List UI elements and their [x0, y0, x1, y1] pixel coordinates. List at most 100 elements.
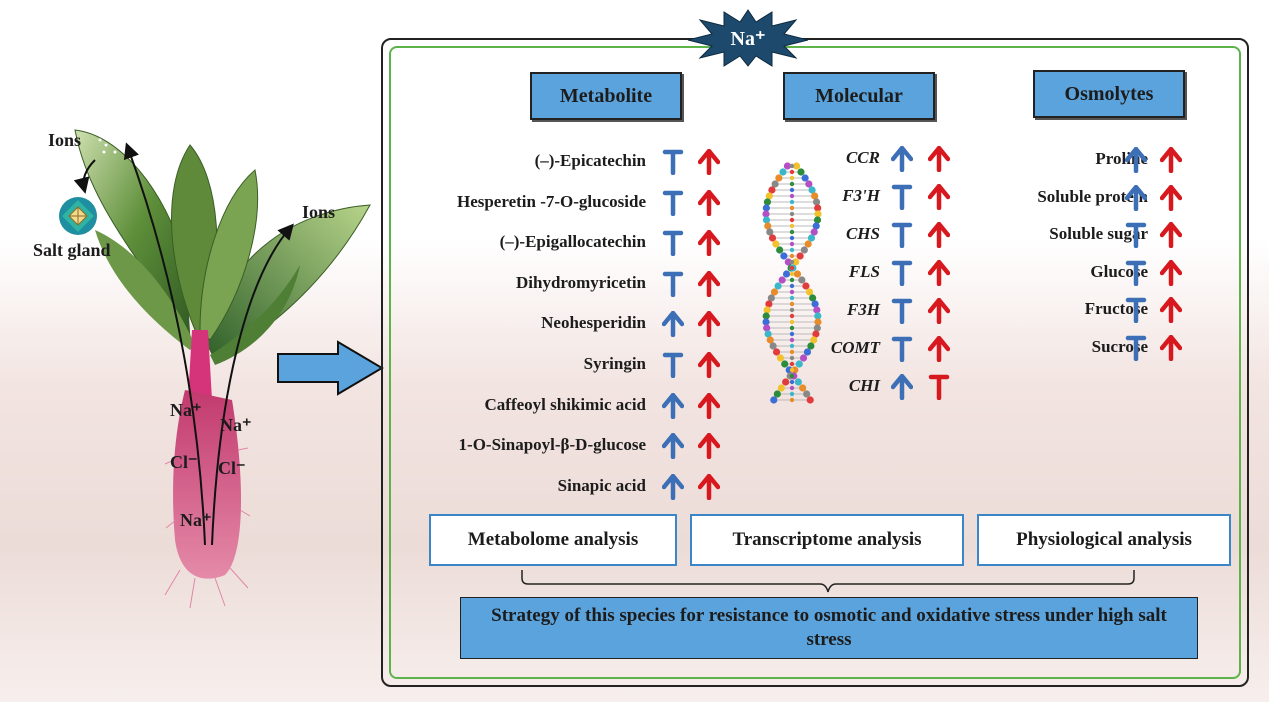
- dna-bead: [789, 379, 795, 385]
- dna-bead: [789, 211, 795, 217]
- dna-bead: [789, 217, 795, 223]
- metabolite-label: Dihydromyricetin: [515, 272, 646, 292]
- gene-blue-up-arrow-icon: [891, 146, 913, 172]
- dna-bead: [810, 336, 818, 344]
- metabolite-red-up-arrow-icon: [698, 149, 720, 175]
- dna-bead: [802, 282, 810, 290]
- dna-bead: [762, 318, 770, 326]
- dna-bead: [789, 271, 795, 277]
- dna-bead: [809, 294, 817, 302]
- dna-bead: [789, 319, 795, 325]
- dna-bead: [801, 174, 809, 182]
- gene-red-up-arrow-icon: [928, 146, 950, 172]
- dna-bead: [789, 277, 795, 283]
- ion-path-right-arrow: [211, 223, 294, 546]
- dna-bead: [771, 180, 779, 188]
- metabolite-blue-up-arrow-icon: [662, 433, 684, 460]
- gene-red-flat-icon: [928, 374, 950, 400]
- metabolome-analysis-box: Metabolome analysis: [429, 514, 677, 566]
- osmolyte-label: Soluble sugar: [1049, 224, 1148, 243]
- gene-label: CCR: [845, 148, 880, 167]
- dna-bead: [789, 391, 795, 397]
- dna-bead: [762, 216, 771, 224]
- dna-bead: [772, 348, 781, 356]
- dna-bead: [789, 307, 795, 313]
- dna-bead: [789, 361, 795, 367]
- dna-bead: [807, 342, 815, 350]
- leaf: [210, 265, 300, 365]
- metabolite-label: Syringin: [583, 354, 646, 373]
- ions-to-gland-arrow: [73, 159, 96, 194]
- cl-label-2: Cl⁻: [218, 458, 246, 478]
- metabolite-blue-flat-icon: [662, 230, 684, 257]
- gene-blue-flat-icon: [891, 336, 913, 362]
- dna-bead: [762, 210, 770, 218]
- dna-bead: [813, 216, 822, 224]
- stem: [188, 330, 212, 400]
- dna-bead: [775, 174, 783, 182]
- dna-bead: [813, 324, 821, 332]
- dna-bead: [789, 223, 795, 229]
- gene-blue-flat-icon: [891, 260, 913, 286]
- dna-bead: [772, 240, 780, 248]
- dna-bead: [789, 295, 795, 301]
- metabolite-label: (–)-Epigallocatechin: [499, 232, 646, 252]
- gene-red-up-arrow-icon: [928, 184, 950, 210]
- dna-bead: [799, 384, 807, 392]
- dna-bead: [813, 306, 821, 314]
- osmolyte-red-up-arrow-icon: [1160, 334, 1182, 361]
- inner-frame: [389, 46, 1241, 679]
- na-label-2: Na⁺: [220, 415, 252, 435]
- dna-bead: [795, 360, 803, 368]
- gene-label: FLS: [848, 262, 880, 281]
- root: [173, 390, 242, 579]
- metabolite-label: Hesperetin -7-O-glucoside: [456, 191, 646, 211]
- gene-blue-flat-icon: [891, 184, 913, 210]
- osmolyte-red-up-arrow-icon: [1160, 259, 1182, 286]
- gene-red-up-arrow-icon: [928, 298, 950, 324]
- ions-right-label: Ions: [302, 202, 336, 222]
- molecular-header: Molecular: [783, 72, 935, 120]
- dna-bead: [763, 306, 771, 314]
- dna-bead: [789, 283, 795, 289]
- dna-bead: [764, 222, 772, 230]
- metabolite-label: (–)-Epicatechin: [534, 151, 646, 170]
- transcriptome-analysis-box: Transcriptome analysis: [690, 514, 964, 566]
- metabolite-blue-up-arrow-icon: [662, 473, 684, 500]
- dna-bead: [770, 396, 778, 404]
- gene-red-up-arrow-icon: [928, 222, 950, 248]
- dna-bead: [805, 288, 814, 296]
- gene-red-up-arrow-icon: [928, 336, 950, 362]
- dna-bead: [810, 228, 818, 236]
- dna-bead: [782, 378, 790, 386]
- metabolite-red-up-arrow-icon: [698, 189, 720, 216]
- dna-bead: [789, 169, 795, 175]
- osmolyte-blue-flat-icon: [1125, 297, 1147, 323]
- dna-bead: [781, 360, 789, 368]
- dna-bead: [779, 168, 787, 176]
- dna-bead: [789, 265, 795, 271]
- dna-bead: [776, 354, 785, 362]
- dna-bead: [789, 301, 795, 307]
- dna-bead: [804, 240, 812, 248]
- metabolite-blue-up-arrow-icon: [662, 311, 684, 338]
- metabolite-label: Neohesperidin: [541, 313, 646, 333]
- metabolite-blue-flat-icon: [662, 352, 684, 378]
- grouping-brace: [521, 570, 1135, 593]
- dna-bead: [789, 193, 795, 199]
- physiological-analysis-box: Physiological analysis: [977, 514, 1231, 566]
- metabolite-red-up-arrow-icon: [698, 473, 720, 500]
- gene-blue-up-arrow-icon: [891, 374, 913, 400]
- dna-bead: [811, 300, 819, 308]
- dna-bead: [776, 246, 784, 254]
- dna-bead: [778, 276, 786, 284]
- osmolyte-label: Fructose: [1084, 299, 1148, 318]
- gene-label: F3H: [846, 300, 880, 319]
- dna-bead: [789, 397, 795, 403]
- ion-path-left-arrow: [123, 142, 206, 546]
- metabolite-label: Sinapic acid: [557, 475, 646, 495]
- dna-bead: [763, 324, 771, 332]
- dna-bead: [789, 259, 795, 265]
- salt-gland-label: Salt gland: [33, 240, 111, 260]
- metabolite-blue-flat-icon: [662, 271, 684, 297]
